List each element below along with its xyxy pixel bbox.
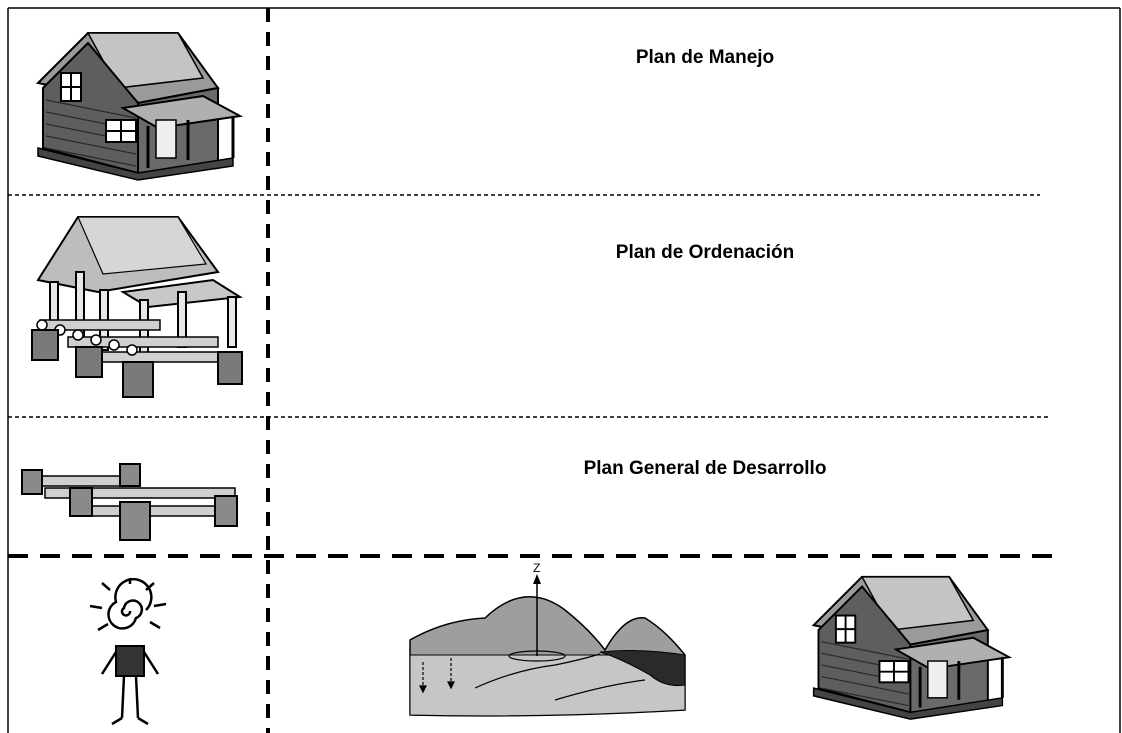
z-axis-label: Z xyxy=(533,561,540,575)
title-plan-de-ordenacion: Plan de Ordenación xyxy=(615,242,795,263)
finished-cabin-icon xyxy=(811,575,1013,720)
cabin-frame-icon xyxy=(31,216,243,398)
outer-border xyxy=(7,7,1121,733)
spiral-head-person-icon xyxy=(89,578,167,726)
title-plan-general-de-desarrollo: Plan General de Desarrollo xyxy=(583,458,827,479)
landscape-axis-icon: Z xyxy=(409,561,686,717)
finished-cabin-icon xyxy=(35,32,243,181)
cabin-foundation-icon xyxy=(21,463,238,541)
title-plan-de-manejo: Plan de Manejo xyxy=(635,47,775,68)
